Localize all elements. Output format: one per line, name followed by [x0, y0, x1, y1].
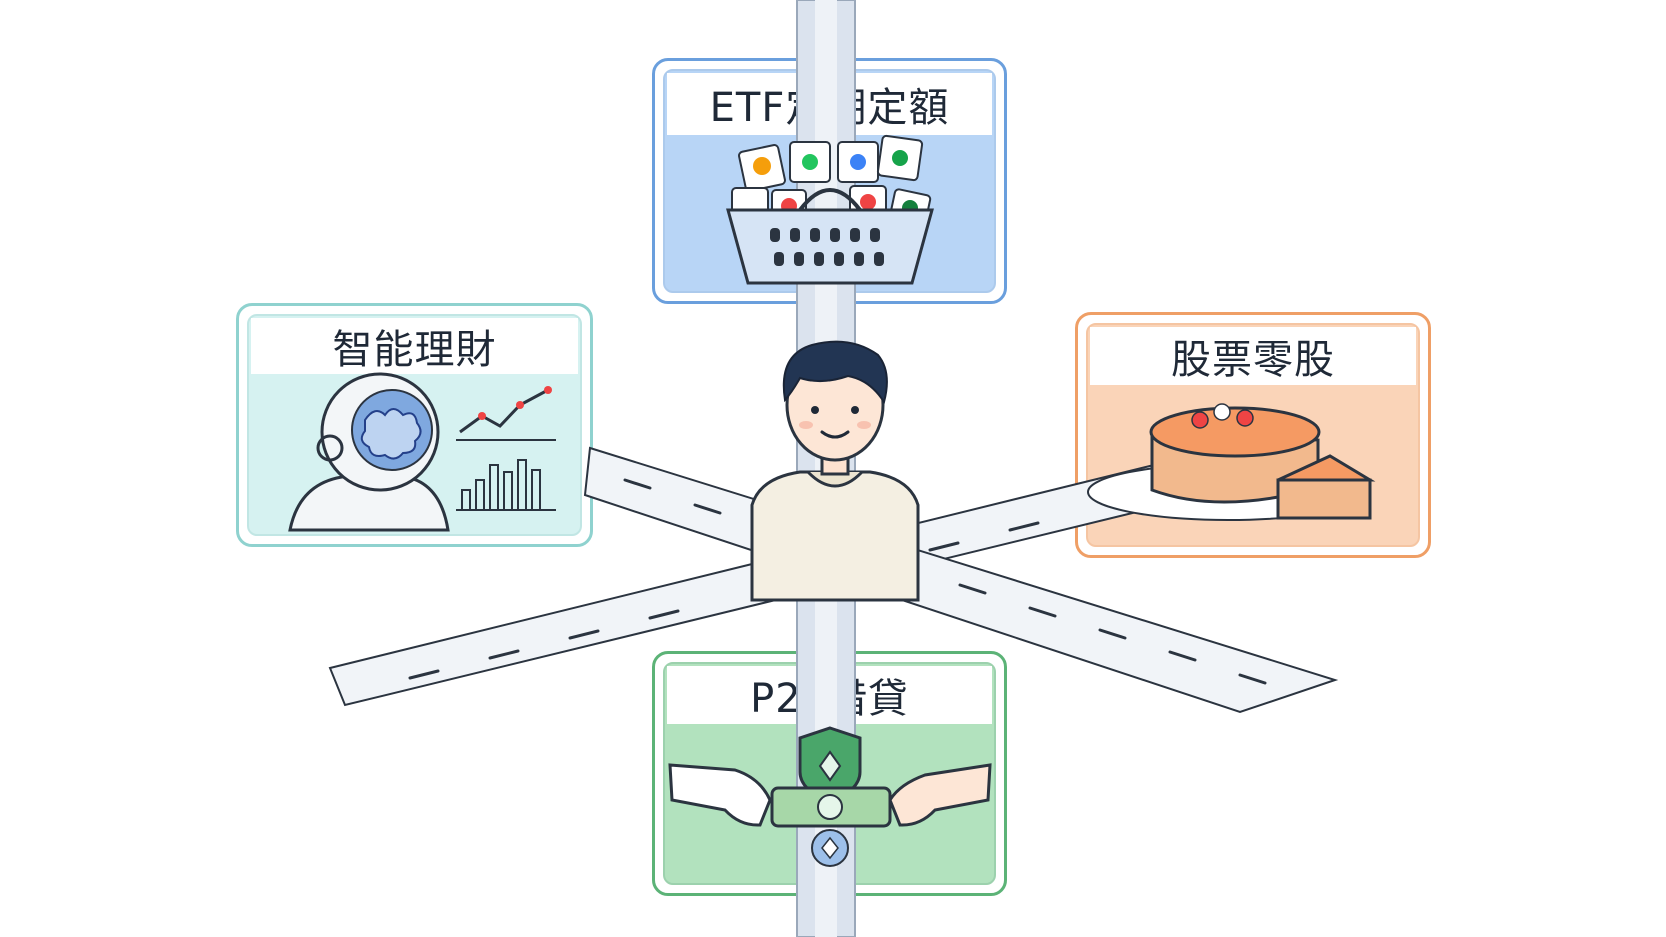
sign-etf[interactable]: ETF定期定額	[652, 58, 1007, 304]
sign-robo-advisor[interactable]: 智能理財	[236, 303, 593, 547]
sign-odd-lot-stocks[interactable]: 股票零股	[1075, 312, 1431, 558]
person	[750, 340, 920, 602]
sign-p2p-lending-title: P2P借貸	[667, 666, 992, 724]
sign-robo-advisor-title: 智能理財	[251, 318, 578, 374]
sign-p2p-lending[interactable]: P2P借貸	[652, 651, 1007, 896]
sign-odd-lot-stocks-title: 股票零股	[1090, 327, 1416, 385]
sign-etf-title: ETF定期定額	[667, 73, 992, 135]
